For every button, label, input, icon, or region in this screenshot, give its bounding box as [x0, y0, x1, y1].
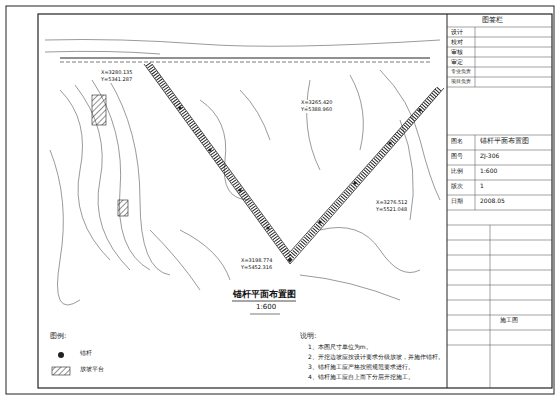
title-block-cell: 日期: [451, 198, 463, 205]
title-block-cell: 校对: [451, 39, 463, 46]
title-block-cell: 锚杆平面布置图: [480, 138, 529, 146]
title-block-cell: 图名: [451, 138, 463, 145]
title-block-cell: 设计: [451, 29, 463, 36]
title-block-cell: 图号: [451, 153, 463, 160]
legend-head: 图例:: [50, 333, 66, 341]
coordinate: X=3198.774: [240, 258, 273, 264]
scale: 1:600: [256, 304, 276, 312]
title-block-cell: 施工图: [500, 317, 518, 324]
legend-text: 放坡平台: [80, 366, 104, 373]
coordinate: X=3276.512: [375, 200, 408, 206]
legend-sample: [50, 350, 72, 360]
legend-text: 锚杆: [80, 350, 92, 357]
coordinate: X=3265.420: [300, 100, 333, 106]
title-block-cell: 2008.05: [480, 198, 505, 205]
notes-head: 说明:: [300, 333, 316, 341]
note: 2、开挖边坡应按设计要求分级放坡，并施作锚杆。: [308, 354, 444, 361]
title-block-cell: ZJ-306: [480, 153, 499, 160]
coordinate: Y=5388.960: [300, 107, 333, 113]
coordinate: Y=5341.287: [100, 77, 133, 83]
drawing-title: 锚杆平面布置图: [232, 290, 297, 300]
title-block-cell: 1:600: [480, 168, 497, 175]
coordinate: X=3280.135: [100, 70, 133, 76]
coordinate: Y=5521.048: [375, 207, 408, 213]
note: 1、本图尺寸单位为m。: [308, 344, 372, 351]
coordinate: Y=5452.316: [240, 265, 273, 271]
title-block-cell: 专业负责: [451, 69, 471, 75]
title-block-cell: 审核: [451, 49, 463, 56]
title-block-cell: 项目负责: [451, 79, 471, 85]
title-block-cell: 审定: [451, 59, 463, 66]
title-block-head: 图签栏: [482, 17, 503, 25]
title-block-cell: 比例: [451, 168, 463, 175]
title-block-cell: 1: [480, 183, 484, 190]
note: 4、锚杆施工应自上而下分层开挖施工。: [308, 374, 414, 381]
note: 3、锚杆施工应严格按照规范要求进行。: [308, 364, 414, 371]
legend-sample: [50, 366, 72, 376]
title-block-cell: 版次: [451, 183, 463, 190]
